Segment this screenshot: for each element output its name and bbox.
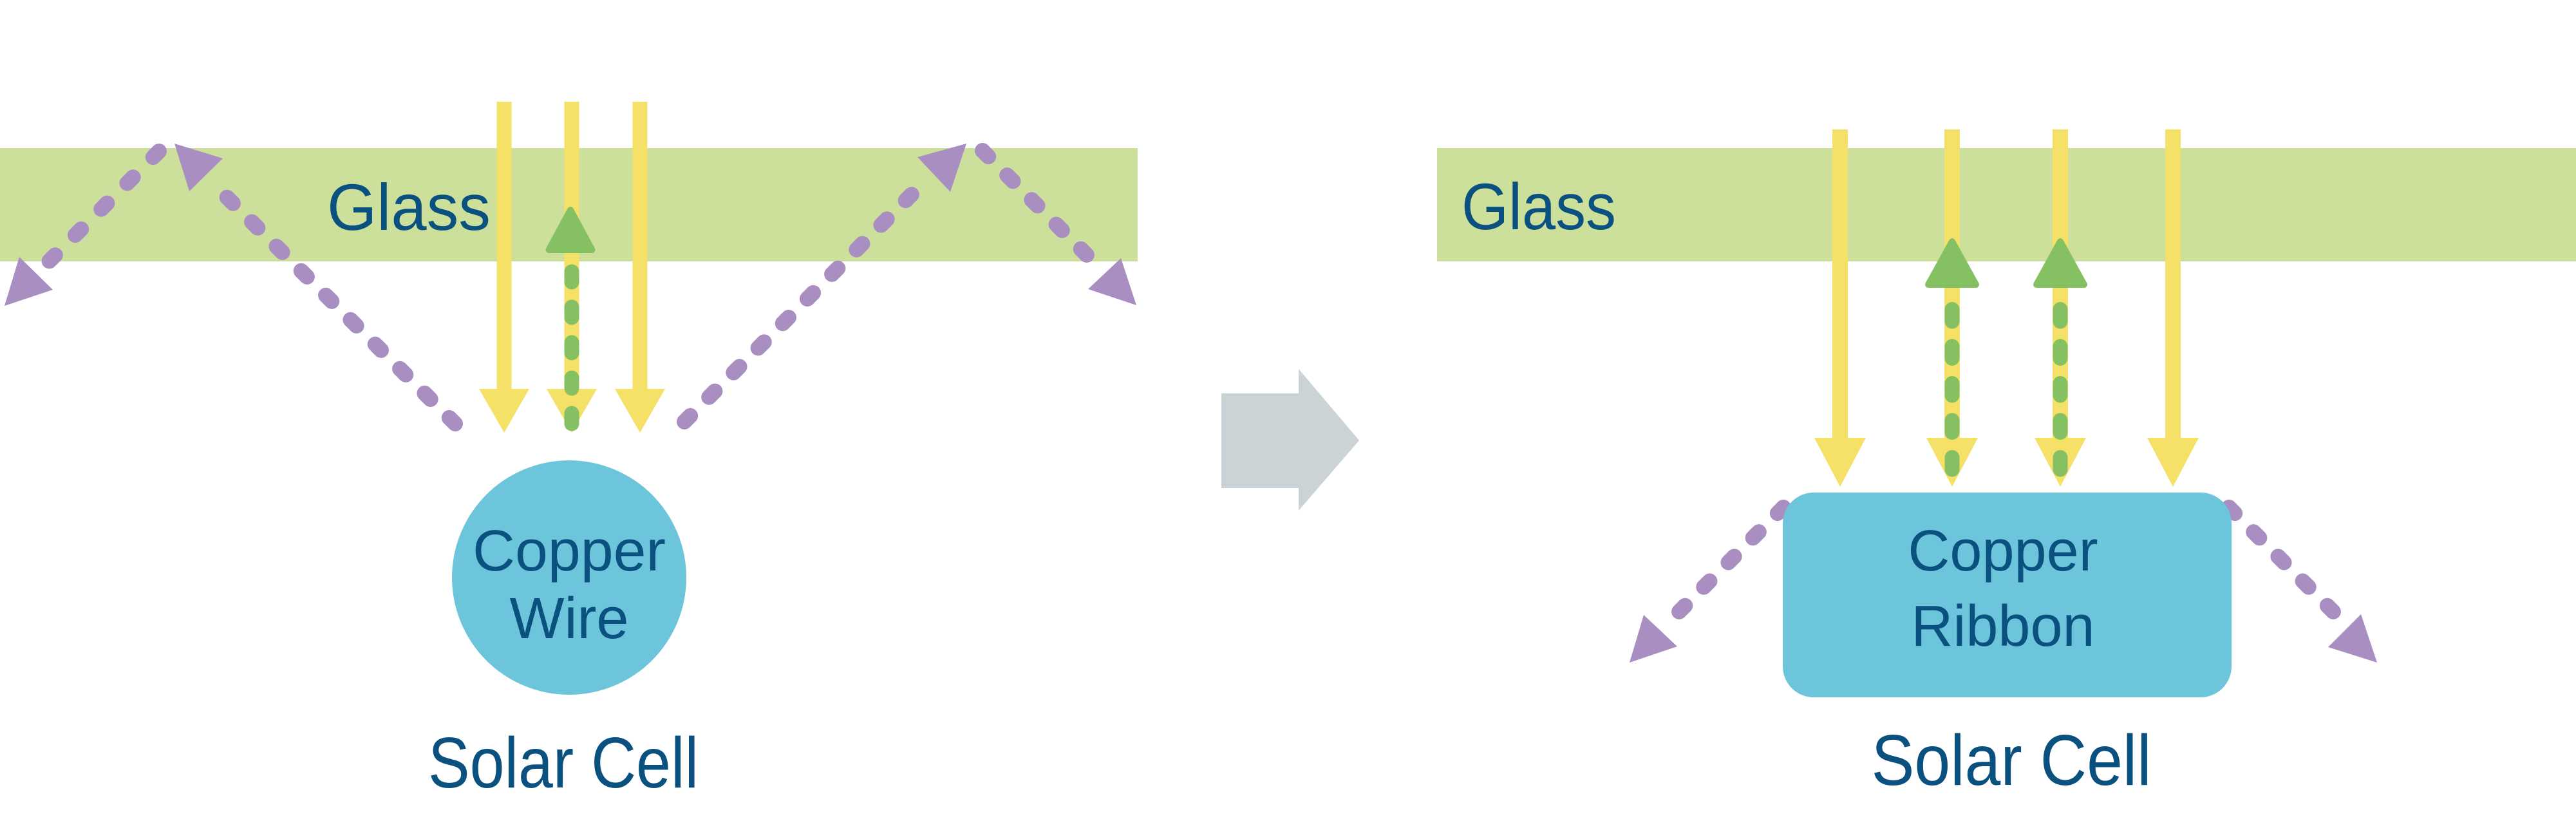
svg-text:Glass: Glass <box>327 171 491 244</box>
svg-text:Glass: Glass <box>1462 170 1616 243</box>
svg-text:Wire: Wire <box>510 587 629 651</box>
svg-text:Solar Cell: Solar Cell <box>1872 720 2152 800</box>
svg-text:Copper: Copper <box>1908 519 2098 583</box>
svg-text:Ribbon: Ribbon <box>1911 594 2094 659</box>
svg-text:Solar Cell: Solar Cell <box>428 723 699 803</box>
svg-text:Copper: Copper <box>473 519 666 583</box>
